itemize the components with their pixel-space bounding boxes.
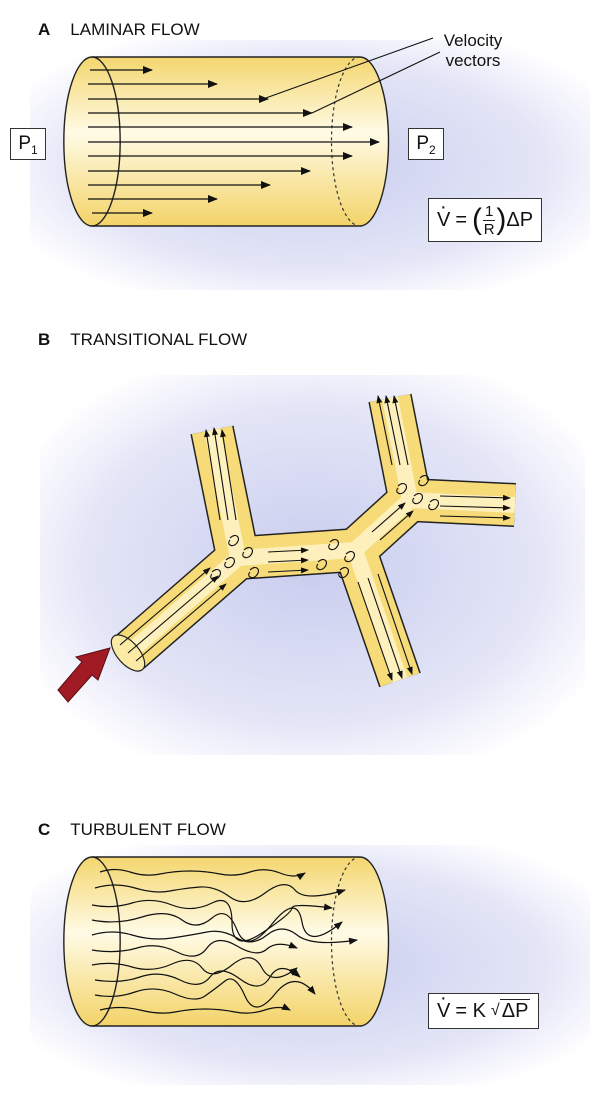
- inflow-arrow: [57, 647, 111, 703]
- pressure-p1-box: P1: [10, 128, 46, 160]
- laminar-flow-diagram: [30, 37, 590, 290]
- tube-inlet-rim: [91, 856, 121, 1027]
- panel-b-letter: B: [38, 330, 51, 349]
- panel-a-label: A LAMINAR FLOW: [38, 20, 200, 40]
- flow-rate-symbol: V: [437, 196, 450, 232]
- sqrt-symbol: √: [490, 1002, 500, 1019]
- velocity-vectors: [88, 66, 380, 217]
- laminar-equation: V = ( 1R ) ΔP: [428, 196, 543, 242]
- panel-a-title: LAMINAR FLOW: [70, 20, 200, 39]
- transitional-flow-diagram: [40, 375, 585, 755]
- panel-c-letter: C: [38, 820, 51, 839]
- panel-b-title: TRANSITIONAL FLOW: [70, 330, 248, 349]
- velocity-vectors-label: Velocity vectors: [443, 31, 503, 70]
- annotation-leader-lines: [262, 37, 441, 114]
- panel-b-label: B TRANSITIONAL FLOW: [38, 330, 247, 350]
- eddies: [210, 475, 439, 581]
- transitional-streamlines: [119, 395, 511, 681]
- turbulent-streamlines: [91, 868, 358, 1014]
- flow-rate-symbol: V: [437, 987, 450, 1023]
- panel-a-letter: A: [38, 20, 51, 39]
- panel-laminar-flow: A LAMINAR FLOW: [0, 0, 609, 300]
- turbulent-equation: V = K √ΔP: [428, 987, 540, 1029]
- panel-c-title: TURBULENT FLOW: [70, 820, 226, 839]
- turbulent-flow-diagram: [30, 845, 590, 1085]
- pressure-p2-box: P2: [408, 128, 444, 160]
- panel-transitional-flow: B TRANSITIONAL FLOW: [0, 320, 609, 760]
- panel-turbulent-flow: C TURBULENT FLOW: [0, 810, 609, 1090]
- panel-c-label: C TURBULENT FLOW: [38, 820, 226, 840]
